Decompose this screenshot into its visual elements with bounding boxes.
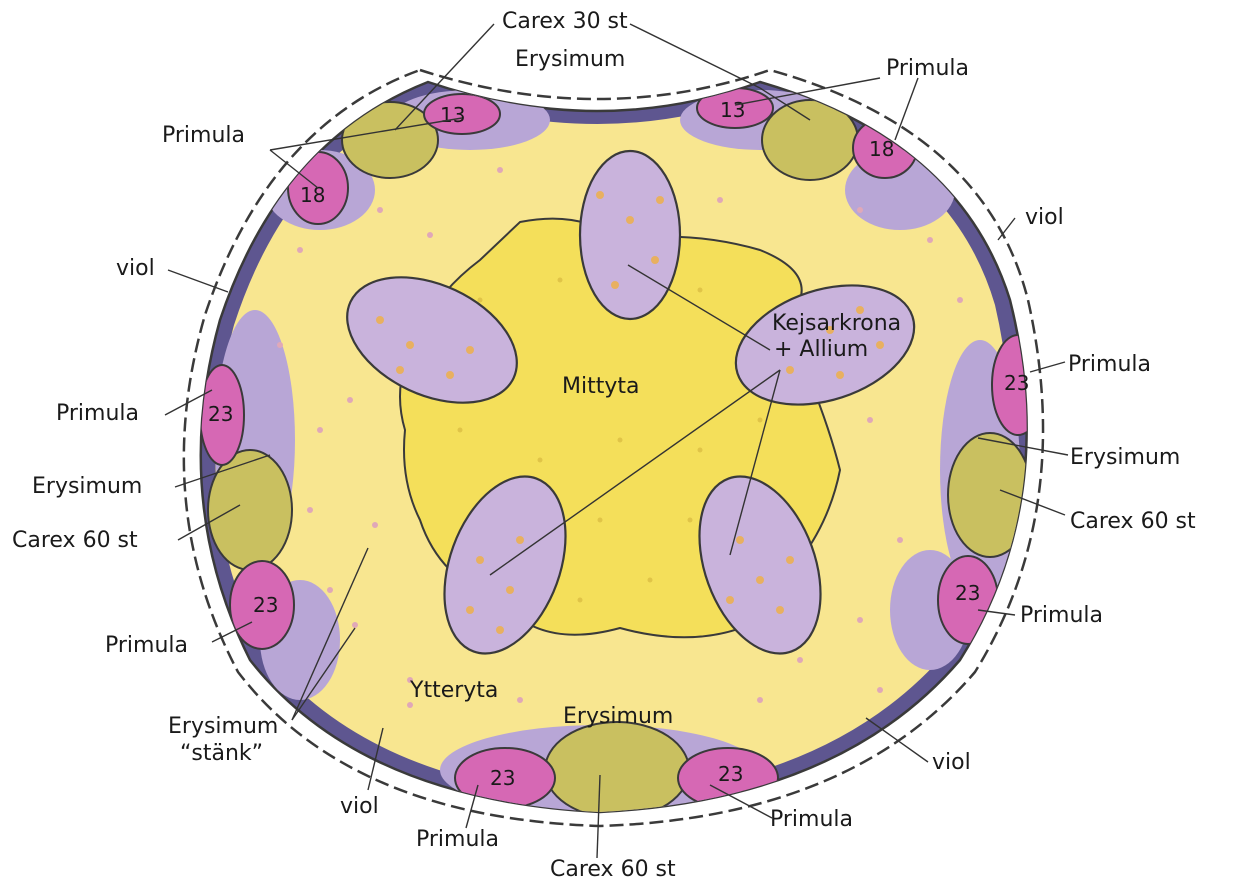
label-erysimum-stank-line2: “stänk” (180, 741, 263, 766)
label-viol-bottom-left: viol (340, 794, 379, 819)
patch-number-right: 23 (1004, 371, 1029, 395)
label-erysimum-stank-line1: Erysimum (168, 714, 278, 739)
carex-patch-right (948, 433, 1032, 557)
label-erysimum-right: Erysimum (1070, 445, 1180, 470)
label-viol-left: viol (116, 256, 155, 281)
label-primula-left-lower: Primula (105, 633, 188, 658)
label-carex-left: Carex 60 st (12, 528, 138, 553)
patch-number-bottom-left: 23 (490, 766, 515, 790)
patch-number-bottom-right: 23 (718, 762, 743, 786)
bulb-patch-top (580, 151, 680, 319)
patch-number-top-right: 13 (720, 98, 745, 122)
zone-label-bulbs-line2: + Allium (774, 337, 868, 362)
patch-number-upper-right: 18 (869, 137, 894, 161)
label-viol-bottom-right: viol (932, 750, 971, 775)
carex-patch-left (208, 450, 292, 570)
carex-patch-top-right (762, 100, 858, 180)
carex-patch-bottom (545, 722, 689, 818)
patch-number-lower-right: 23 (955, 581, 980, 605)
label-primula-left: Primula (56, 401, 139, 426)
label-primula-top-left: Primula (162, 123, 245, 148)
label-primula-top-right: Primula (886, 56, 969, 81)
label-carex-right: Carex 60 st (1070, 509, 1196, 534)
patch-number-lower-left: 23 (253, 593, 278, 617)
label-erysimum-left: Erysimum (32, 474, 142, 499)
label-primula-right-lower: Primula (1020, 603, 1103, 628)
label-erysimum-top: Erysimum (515, 47, 625, 72)
zone-label-center: Mittyta (562, 374, 639, 399)
patch-number-left: 23 (208, 402, 233, 426)
label-primula-right: Primula (1068, 352, 1151, 377)
label-carex-top: Carex 30 st (502, 9, 628, 34)
patch-number-upper-left: 18 (300, 183, 325, 207)
label-carex-bottom: Carex 60 st (550, 857, 676, 882)
patch-number-top-left: 13 (440, 103, 465, 127)
label-primula-bottom-right: Primula (770, 807, 853, 832)
zone-label-outer: Ytteryta (409, 678, 498, 703)
label-viol-right: viol (1025, 205, 1064, 230)
label-primula-bottom-left: Primula (416, 827, 499, 852)
zone-label-bulbs-line1: Kejsarkrona (772, 311, 901, 336)
label-erysimum-bottom: Erysimum (563, 704, 673, 729)
